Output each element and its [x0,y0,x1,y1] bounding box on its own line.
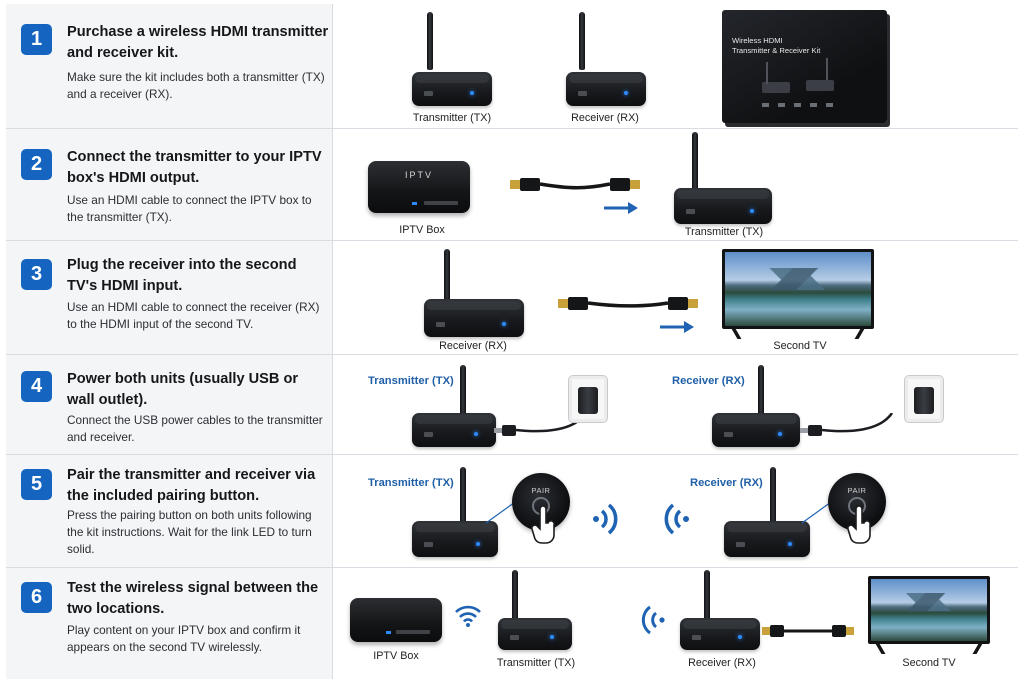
pair-label: PAIR [847,486,867,495]
step-illustration: Receiver (RX) Second TV [334,241,1018,354]
iptv-box-caption: IPTV Box [399,224,445,236]
tv-caption: Second TV [902,657,956,669]
transmitter-caption: Transmitter (TX) [496,657,576,669]
transmitter-device-icon [498,570,572,650]
step-illustration: Transmitter (TX) Receiver (RX) Wireless … [334,4,1018,128]
wireless-signal-icon [664,503,689,535]
hdmi-cable-icon [558,297,698,310]
receiver-caption: Receiver (RX) [688,657,756,669]
step-text-panel: 3 Plug the receiver into the second TV's… [6,241,333,354]
setup-guide: 1 Purchase a wireless HDMI transmitter a… [6,4,1018,679]
transmitter-caption: Transmitter (TX) [412,112,492,124]
step-description: Use an HDMI cable to connect the receive… [67,300,320,331]
step-number-badge: 6 [21,582,52,613]
transmitter-label: Transmitter (TX) [368,477,454,489]
step-description: Play content on your IPTV box and confir… [67,623,301,654]
transmitter-device-icon [412,467,498,557]
step-number-badge: 5 [21,469,52,500]
second-tv-icon [868,576,990,654]
iptv-box-label: IPTV [404,170,433,180]
hdmi-cable-icon [510,178,640,191]
wireless-signal-icon [641,605,665,635]
step-text-panel: 4 Power both units (usually USB or wall … [6,355,333,454]
receiver-device-icon [424,249,524,337]
iptv-box-icon [350,598,442,642]
step-title: Purchase a wireless HDMI transmitter and… [67,24,329,61]
receiver-device-icon [566,12,646,106]
kit-box-icon: Wireless HDMI Transmitter & Receiver Kit [722,10,887,123]
iptv-box-caption: IPTV Box [373,650,419,662]
pair-label: PAIR [531,486,551,495]
step-title: Pair the transmitter and receiver via th… [67,467,316,504]
step-number-badge: 3 [21,259,52,290]
hand-pointer-icon [531,505,555,544]
receiver-device-icon [680,570,760,650]
step-text-panel: 5 Pair the transmitter and receiver via … [6,455,333,567]
step-description: Use an HDMI cable to connect the IPTV bo… [67,193,312,224]
arrow-right-icon [660,321,694,333]
step-row-2: 2 Connect the transmitter to your IPTV b… [6,129,1018,241]
step-number-badge: 1 [21,24,52,55]
transmitter-label: Transmitter (TX) [368,375,454,387]
step-text-panel: 6 Test the wireless signal between the t… [6,568,333,679]
transmitter-device-icon [412,365,496,447]
receiver-label: Receiver (RX) [690,477,763,489]
hand-pointer-icon [847,505,871,544]
step-text-panel: 1 Purchase a wireless HDMI transmitter a… [6,4,333,128]
receiver-device-icon [712,365,800,447]
receiver-caption: Receiver (RX) [571,112,639,124]
wireless-signal-icon [593,503,618,535]
step-illustration: IPTV Box Transmitter (TX) Receiver (RX) [334,568,1018,679]
receiver-device-icon [724,467,810,557]
step-illustration: Transmitter (TX) Receiver (RX) [334,355,1018,454]
step-text-panel: 2 Connect the transmitter to your IPTV b… [6,129,333,240]
wifi-signal-icon [455,605,481,627]
step-title: Power both units (usually USB or wall ou… [67,371,299,408]
step-title: Test the wireless signal between the two… [67,580,319,617]
transmitter-device-icon [412,12,492,106]
step-row-4: 4 Power both units (usually USB or wall … [6,355,1018,455]
step-illustration: Transmitter (TX) PAIR [334,455,1018,567]
wall-outlet-icon [904,375,944,423]
second-tv-icon [722,249,874,339]
transmitter-caption: Transmitter (TX) [684,226,764,238]
step-row-5: 5 Pair the transmitter and receiver via … [6,455,1018,568]
step-description: Connect the USB power cables to the tran… [67,413,323,444]
kit-box-line-2: Transmitter & Receiver Kit [732,46,821,55]
step-title: Plug the receiver into the second TV's H… [67,257,297,294]
arrow-right-icon [604,202,638,214]
step-row-3: 3 Plug the receiver into the second TV's… [6,241,1018,355]
hdmi-cable-icon [762,625,854,637]
step-description: Make sure the kit includes both a transm… [67,70,325,101]
step-illustration: IPTV IPTV Box Transmitter (TX) [334,129,1018,240]
usb-cable-icon [800,413,894,436]
power-adapter-icon [914,387,934,414]
tv-caption: Second TV [773,340,827,352]
step-description: Press the pairing button on both units f… [67,508,312,556]
step-number-badge: 4 [21,371,52,402]
iptv-box-icon: IPTV [368,161,470,213]
transmitter-device-icon [674,132,772,224]
power-adapter-icon [578,387,598,414]
step-number-badge: 2 [21,149,52,180]
step-row-6: 6 Test the wireless signal between the t… [6,568,1018,679]
step-row-1: 1 Purchase a wireless HDMI transmitter a… [6,4,1018,129]
receiver-caption: Receiver (RX) [439,340,507,352]
receiver-label: Receiver (RX) [672,375,745,387]
step-title: Connect the transmitter to your IPTV box… [67,149,322,186]
kit-box-line-1: Wireless HDMI [732,36,783,45]
